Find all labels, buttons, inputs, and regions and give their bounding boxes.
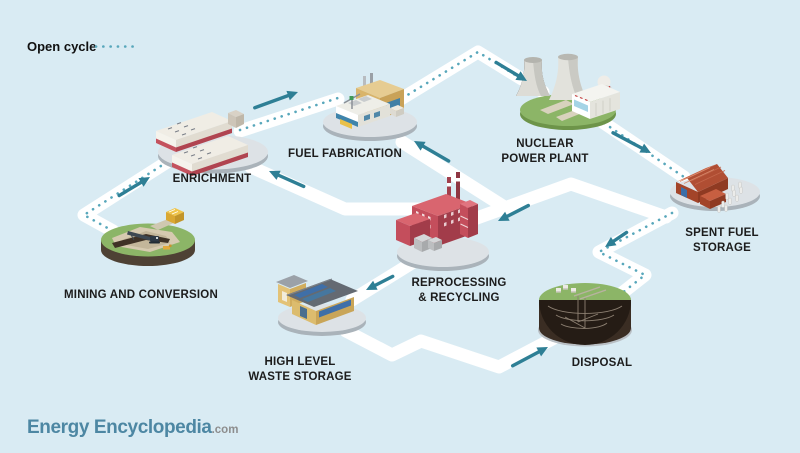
spent-fuel-label-line1: SPENT FUEL — [685, 227, 759, 239]
node-reprocessing-recycling[interactable] — [396, 172, 489, 271]
hlw-label-line2: WASTE STORAGE — [248, 371, 351, 383]
reprocessing-factory-icon — [396, 172, 478, 252]
storage-warehouse-icon — [676, 164, 728, 209]
npp-label-line2: POWER PLANT — [501, 153, 588, 165]
route-mining-enrichment — [77, 150, 182, 238]
logo-brand: Energy Encyclopedia — [27, 417, 212, 438]
underground-tunnels-icon — [547, 296, 623, 329]
node-disposal[interactable] — [538, 283, 632, 347]
npp-label-line1: NUCLEAR — [516, 138, 574, 150]
node-mining-and-conversion[interactable] — [101, 208, 195, 266]
logo-suffix: .com — [212, 424, 239, 436]
mining-label: MINING AND CONVERSION — [64, 289, 218, 301]
flow-arrows — [117, 60, 651, 368]
node-high-level-waste-storage[interactable] — [276, 275, 366, 336]
arrow-hlw-disposal — [510, 347, 548, 368]
arrow-spentfuel-reprocessing — [498, 203, 530, 221]
arrow-spentfuel-disposal — [605, 230, 629, 247]
fuel-fabrication-label: FUEL FABRICATION — [288, 148, 402, 160]
node-spent-fuel-storage[interactable] — [670, 164, 760, 213]
cooling-towers-icon — [516, 53, 587, 100]
arrow-fabrication-npp — [494, 60, 527, 81]
reprocessing-label-line2: & RECYCLING — [418, 292, 499, 304]
arrow-enrichment-fabrication — [253, 90, 298, 110]
waste-storage-building-icon — [276, 275, 358, 325]
route-reprocessing-fabrication — [395, 135, 513, 215]
arrow-reprocessing-hlw — [366, 274, 395, 290]
fabrication-plant-icon — [336, 73, 404, 129]
spent-fuel-label-line2: STORAGE — [693, 242, 751, 254]
node-enrichment[interactable] — [156, 110, 268, 176]
legend: Open cycle — [27, 39, 136, 54]
arrow-mining-enrichment — [117, 177, 150, 198]
hlw-label-line1: HIGH LEVEL — [264, 356, 335, 368]
route-spentfuel-reprocessing — [445, 177, 673, 234]
node-labels: MINING AND CONVERSION ENRICHMENT FUEL FA… — [64, 138, 759, 383]
disposal-label: DISPOSAL — [572, 357, 632, 369]
route-hlw-disposal — [339, 324, 565, 374]
arrow-reprocessing-enrichment — [269, 170, 306, 189]
logo[interactable]: Energy Encyclopedia.com — [27, 417, 238, 438]
arrow-reprocessing-fabrication — [414, 141, 451, 163]
enrichment-label: ENRICHMENT — [173, 173, 252, 185]
spent-fuel-casks-icon — [717, 181, 743, 213]
enrichment-halls-icon — [156, 110, 248, 176]
turbine-hall-icon — [572, 84, 620, 119]
surface-facility-icon — [556, 285, 607, 300]
node-nuclear-power-plant[interactable] — [516, 53, 620, 130]
route-spentfuel-disposal — [592, 206, 679, 304]
reprocessing-label-line1: REPROCESSING — [411, 277, 506, 289]
legend-open-cycle-label: Open cycle — [27, 39, 96, 54]
open-pit-mine-icon — [101, 208, 195, 266]
node-fuel-fabrication[interactable] — [323, 73, 417, 141]
arrow-npp-spentfuel — [611, 131, 651, 153]
